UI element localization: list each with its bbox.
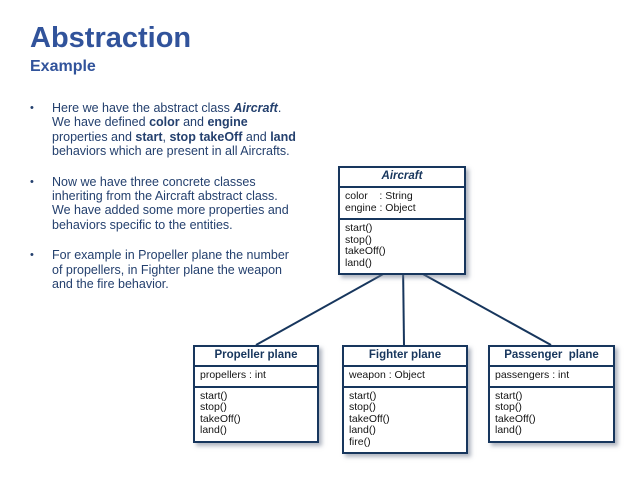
uml-methods-section: start()stop()takeOff()land() [340, 220, 464, 273]
uml-attributes-section: passengers : int [490, 367, 613, 388]
page-subtitle: Example [30, 58, 96, 75]
uml-attribute: weapon : Object [349, 369, 425, 381]
uml-class-name: Propeller plane [195, 347, 317, 367]
uml-attributes-section: propellers : int [195, 367, 317, 388]
uml-method: start() [345, 222, 373, 234]
uml-attribute: propellers : int [200, 369, 266, 381]
uml-methods-section: start()stop()takeOff()land() [490, 388, 613, 441]
uml-method: land() [495, 424, 522, 436]
uml-class-fighter: Fighter plane weapon : Object start()stop(… [342, 345, 468, 454]
uml-method: start() [349, 389, 377, 402]
bullet-list: • Here we have the abstract class Aircraf… [30, 101, 306, 307]
uml-method: stop() [345, 233, 372, 246]
uml-class-name: Fighter plane [344, 347, 466, 367]
bullet-marker: • [30, 102, 34, 114]
uml-attribute: color : String [345, 190, 413, 202]
uml-method: takeOff() [349, 412, 390, 425]
uml-method: land() [345, 256, 372, 269]
bullet-item: • For example in Propeller plane the numb… [30, 248, 306, 291]
bullet-paragraph: Now we have three concrete classes inher… [52, 174, 289, 232]
bullet-marker: • [30, 175, 34, 188]
uml-methods-section: start()stop()takeOff()land() [195, 388, 317, 441]
uml-class-propeller: Propeller plane propellers : int start()st… [193, 345, 319, 443]
bullet-item: • Here we have the abstract class Aircraf… [30, 101, 306, 159]
uml-method: takeOff() [345, 245, 386, 257]
uml-method: stop() [495, 401, 522, 413]
bullet-marker: • [30, 249, 34, 262]
uml-class-passenger: Passenger plane passengers : int start()st… [488, 345, 615, 443]
uml-method: takeOff() [200, 412, 241, 425]
uml-attributes-section: weapon : Object [344, 367, 466, 388]
uml-method: stop() [349, 401, 376, 413]
uml-method: land() [200, 424, 227, 436]
uml-method: stop() [200, 401, 227, 413]
bullet-paragraph: For example in Propeller plane the numbe… [52, 248, 289, 292]
uml-method: start() [495, 389, 523, 402]
uml-attribute: passengers : int [495, 369, 570, 381]
uml-methods-section: start()stop()takeOff()land()fire() [344, 388, 466, 453]
uml-method: fire() [349, 435, 371, 448]
uml-attribute: engine : Object [345, 201, 416, 214]
bullet-paragraph: Here we have the abstract class Aircraft… [52, 101, 296, 159]
uml-method: takeOff() [495, 412, 536, 425]
uml-method: start() [200, 389, 228, 402]
uml-method: land() [349, 424, 376, 436]
page-title: Abstraction [30, 22, 192, 54]
bullet-item: • Now we have three concrete classes inhe… [30, 175, 306, 233]
uml-class-name: Aircraft [340, 168, 464, 188]
uml-class-name: Passenger plane [490, 347, 613, 367]
